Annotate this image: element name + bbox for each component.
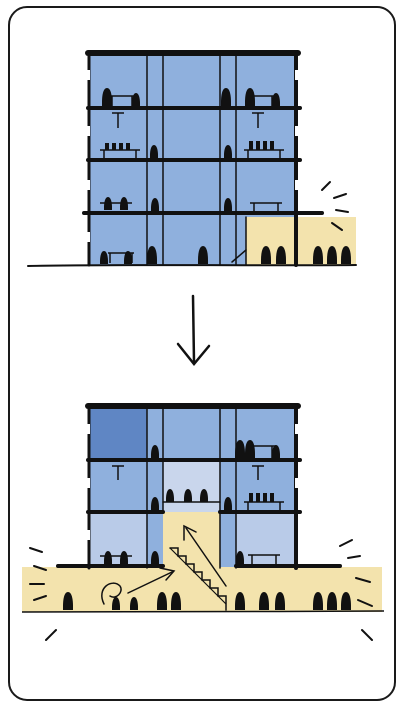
diagram-card (0, 0, 404, 707)
diagram-canvas (0, 0, 404, 707)
